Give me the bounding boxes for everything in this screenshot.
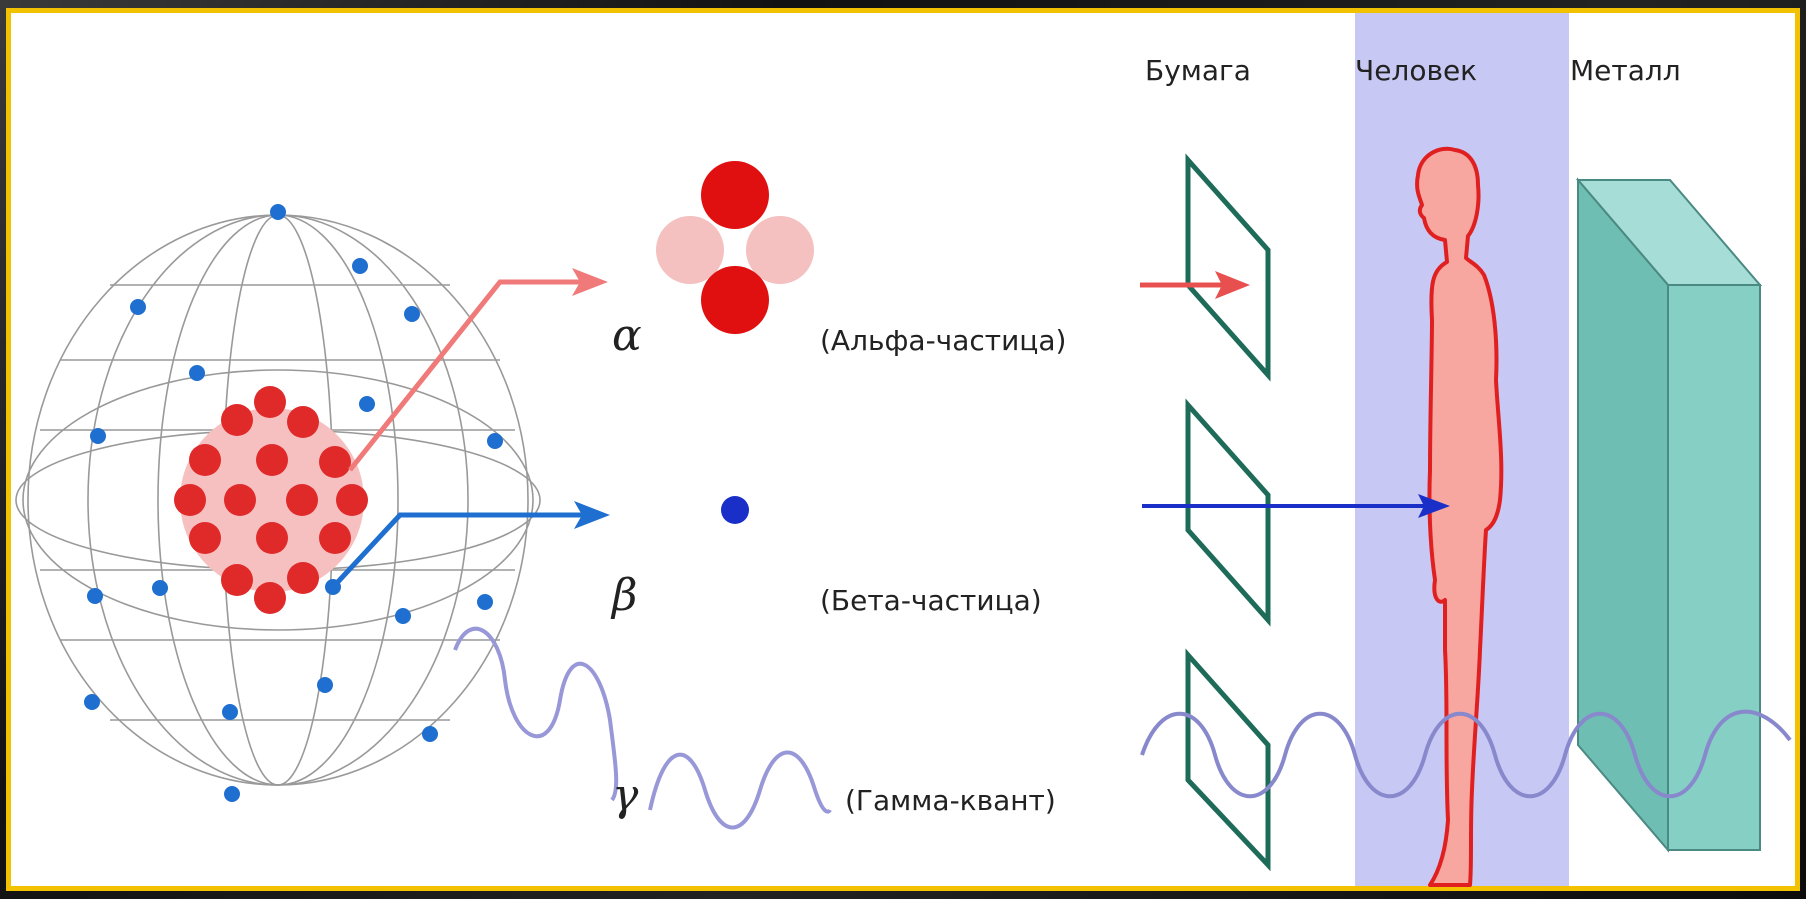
electron xyxy=(359,396,375,412)
electron xyxy=(317,677,333,693)
paper-header: Бумага xyxy=(1145,54,1251,87)
gamma-symbol: γ xyxy=(612,770,639,821)
paper-sheet xyxy=(1185,153,1271,382)
electron xyxy=(130,299,146,315)
electron xyxy=(404,306,420,322)
beta-label: (Бета-частица) xyxy=(820,584,1042,617)
metal-header: Металл xyxy=(1570,54,1681,87)
electron xyxy=(395,608,411,624)
electron xyxy=(477,594,493,610)
human-figure xyxy=(1415,146,1504,887)
beta-ray-stopped xyxy=(1142,494,1450,518)
electron xyxy=(422,726,438,742)
human-header: Человек xyxy=(1355,54,1477,87)
gamma-emission-wave xyxy=(453,626,619,802)
gamma-wave xyxy=(648,750,832,830)
electron xyxy=(224,786,240,802)
alpha-emission-arrow xyxy=(348,268,608,472)
electron xyxy=(152,580,168,596)
gamma-ray-penetrating xyxy=(1140,709,1792,799)
gamma-label: (Гамма-квант) xyxy=(845,784,1056,817)
metal-block xyxy=(1575,177,1763,853)
beta-particle xyxy=(721,496,749,524)
electron xyxy=(270,204,286,220)
paper-sheet xyxy=(1185,398,1271,627)
electron xyxy=(84,694,100,710)
electron xyxy=(87,588,103,604)
electron xyxy=(487,433,503,449)
electron xyxy=(90,428,106,444)
paper-sheet xyxy=(1185,648,1271,872)
electron xyxy=(189,365,205,381)
alpha-label: (Альфа-частица) xyxy=(820,324,1066,357)
electron xyxy=(222,704,238,720)
beta-symbol: β xyxy=(610,570,637,621)
alpha-particle xyxy=(656,161,814,334)
electron xyxy=(352,258,368,274)
beta-emission-arrow xyxy=(333,501,610,587)
alpha-ray-stopped xyxy=(1140,271,1250,299)
electrons xyxy=(84,204,503,802)
nucleus xyxy=(174,386,368,614)
alpha-symbol: α xyxy=(612,310,642,361)
paper-sheets xyxy=(1185,153,1271,872)
